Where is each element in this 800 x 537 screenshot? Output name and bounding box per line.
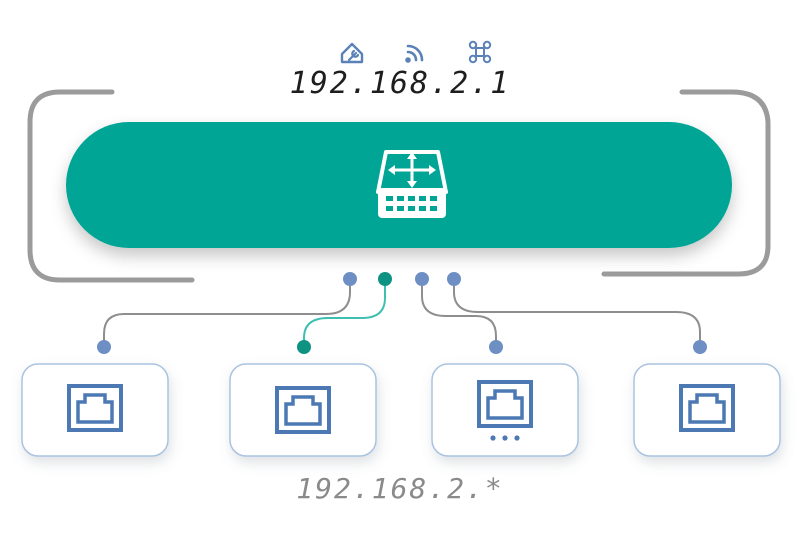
link-port-4 <box>453 280 701 346</box>
port-box-1 <box>21 363 169 457</box>
device-dot-1 <box>97 340 111 354</box>
port-box-3 <box>431 363 579 457</box>
port-box-2 <box>229 363 377 457</box>
command-icon <box>468 40 492 64</box>
right-bracket <box>601 89 771 277</box>
link-port-3 <box>421 280 497 346</box>
router-body <box>66 122 732 248</box>
ethernet-port-icon <box>679 384 735 432</box>
device-dot-2 <box>297 340 311 354</box>
home-wrench-icon <box>340 42 364 64</box>
ellipsis-icon <box>490 435 520 441</box>
subnet-ip-label: 192.168.2.* <box>296 472 504 505</box>
gateway-ip-label: 192.168.2.1 <box>289 66 511 101</box>
port-box-4 <box>633 363 781 457</box>
router-icon <box>376 150 448 218</box>
device-dot-4 <box>693 340 707 354</box>
router-port-dot-4 <box>447 272 461 286</box>
ethernet-port-icon <box>477 380 533 428</box>
router-port-dot-3 <box>415 272 429 286</box>
link-port-1 <box>103 280 351 346</box>
left-bracket <box>27 89 195 283</box>
router-port-dot-2 <box>378 272 392 286</box>
router-port-dot-1 <box>343 272 357 286</box>
ethernet-port-icon <box>275 386 331 434</box>
link-port-2 <box>303 280 386 346</box>
device-dot-3 <box>489 340 503 354</box>
wifi-icon <box>405 44 424 63</box>
ethernet-port-icon <box>67 384 123 432</box>
